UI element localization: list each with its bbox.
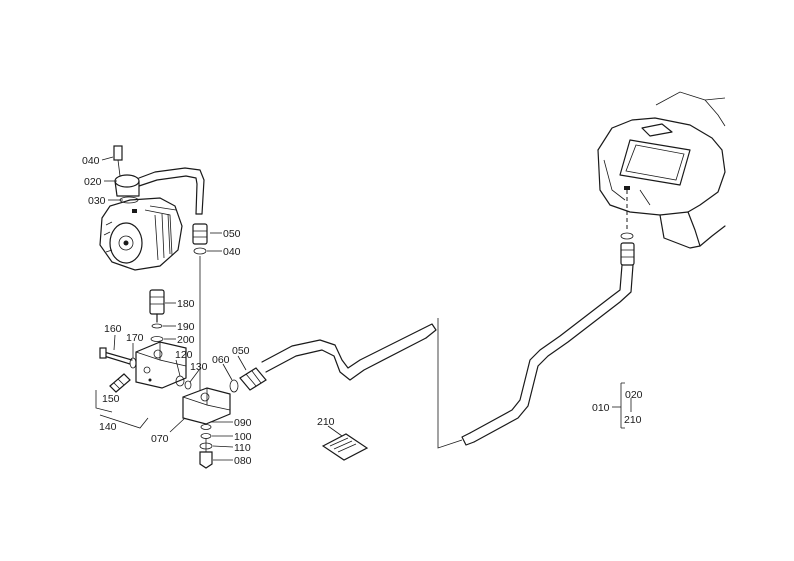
decal-plate-210 xyxy=(321,425,369,461)
part-labels: 040 020 030 050 040 180 190 200 160 170 … xyxy=(82,155,643,467)
label-070: 070 xyxy=(151,433,169,445)
leader-lines xyxy=(101,156,247,461)
assembly-bracket-010 xyxy=(612,382,632,429)
label-020-assembly: 020 xyxy=(625,389,643,401)
label-210-plate: 210 xyxy=(317,416,335,428)
label-050-top: 050 xyxy=(223,228,241,240)
label-210-assembly: 210 xyxy=(624,414,642,426)
label-020-top: 020 xyxy=(84,176,102,188)
label-130: 130 xyxy=(190,361,208,373)
label-150: 150 xyxy=(102,393,120,405)
filter-assembly xyxy=(99,289,231,469)
label-040-top: 040 xyxy=(82,155,100,167)
fuel-tank xyxy=(597,91,726,249)
fuel-hose-middle xyxy=(261,323,437,381)
label-180: 180 xyxy=(177,298,195,310)
label-040-mid: 040 xyxy=(223,246,241,258)
hose-fitting-050 xyxy=(229,367,267,393)
label-110: 110 xyxy=(234,442,251,454)
label-060: 060 xyxy=(212,354,230,366)
label-090: 090 xyxy=(234,417,252,429)
label-100: 100 xyxy=(234,431,252,443)
pump-outlet-pipe xyxy=(113,145,205,215)
hose-fitting-050-top xyxy=(192,223,208,255)
label-140: 140 xyxy=(99,421,117,433)
label-030: 030 xyxy=(88,195,106,207)
label-190: 190 xyxy=(177,321,195,333)
label-050-mid: 050 xyxy=(232,345,250,357)
fuel-pump xyxy=(99,197,183,271)
fuel-hose-right xyxy=(461,242,635,446)
label-010: 010 xyxy=(592,402,610,414)
label-120: 120 xyxy=(175,349,193,361)
label-200: 200 xyxy=(177,334,195,346)
label-080: 080 xyxy=(234,455,252,467)
label-160: 160 xyxy=(104,323,122,335)
label-170: 170 xyxy=(126,332,144,344)
